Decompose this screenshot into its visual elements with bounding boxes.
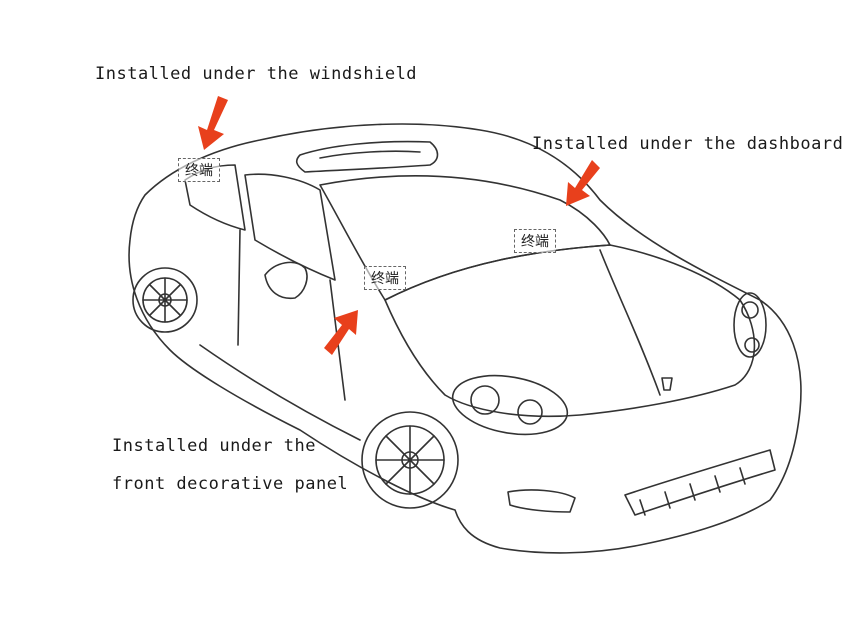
arrow-windshield <box>198 96 228 150</box>
front-grille <box>624 449 776 516</box>
callout-panel-line1: Installed under the <box>112 436 316 456</box>
fog-light <box>507 489 576 513</box>
wheel-rear <box>132 267 198 333</box>
arrow-front-panel <box>324 310 358 355</box>
car-body-outline <box>128 123 802 554</box>
callout-windshield: Installed under the windshield <box>95 64 418 84</box>
callout-dashboard: Installed under the dashboard <box>532 134 844 154</box>
headlight-right <box>733 292 767 358</box>
hood-outline <box>384 244 756 418</box>
terminal-tag-center: 终端 <box>364 266 406 290</box>
terminal-tag-windshield: 终端 <box>178 158 220 182</box>
side-mirror <box>264 261 308 300</box>
arrow-dashboard <box>566 160 600 206</box>
callout-panel-line2: front decorative panel <box>112 474 349 494</box>
sunroof-outline <box>295 140 439 173</box>
wheel-front <box>361 411 459 509</box>
side-window-front <box>244 173 336 281</box>
hood-badge <box>661 377 673 391</box>
headlight-left <box>451 374 569 436</box>
terminal-tag-dashboard: 终端 <box>514 229 556 253</box>
